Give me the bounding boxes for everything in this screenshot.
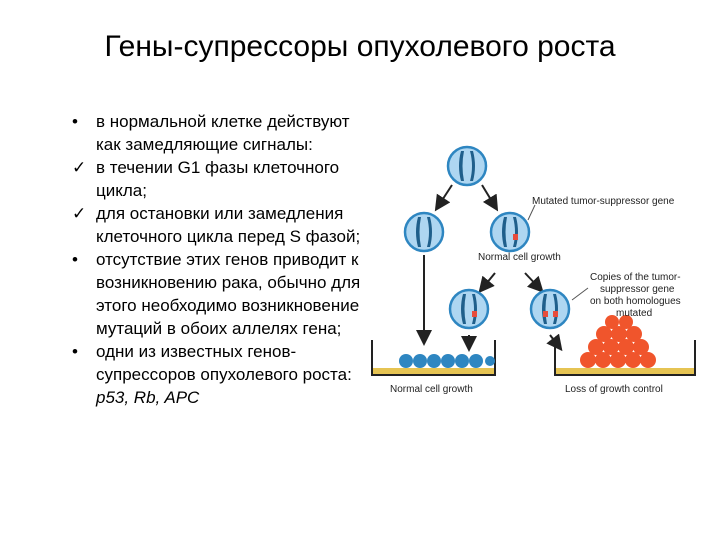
- label-copies-line4: mutated: [616, 308, 652, 319]
- bullet-item: ✓ в течении G1 фазы клеточного цикла;: [72, 156, 372, 202]
- bullet-text: в течении G1 фазы клеточного цикла;: [96, 158, 340, 200]
- checkmark-icon: ✓: [72, 158, 87, 177]
- tumor-suppressor-diagram: Mutated tumor-suppressor gene Normal cel…: [371, 145, 696, 395]
- pointer-line: [571, 287, 589, 301]
- pointer-line: [527, 204, 536, 221]
- bullet-item: • одни из известных генов-супрессоров оп…: [72, 340, 372, 409]
- dish-normal-growth: [371, 340, 496, 376]
- dish-loss-of-control: [554, 315, 696, 376]
- arrow: [478, 272, 496, 294]
- bullet-marker: •: [72, 112, 78, 131]
- label-normal-growth-mid: Normal cell growth: [478, 252, 561, 263]
- normal-cells: [399, 354, 495, 368]
- bullet-item: • отсутствие этих генов приводит к возни…: [72, 248, 372, 340]
- bullet-marker: •: [72, 342, 78, 361]
- bullet-item: ✓ для остановки или замедления клеточног…: [72, 202, 372, 248]
- page-title: Гены-супрессоры опухолевого роста: [104, 30, 616, 63]
- label-copies-line3: on both homologues: [590, 296, 681, 307]
- cell-left: [403, 211, 445, 253]
- label-copies-line2: suppressor gene: [600, 284, 675, 295]
- label-loss-of-control: Loss of growth control: [565, 384, 663, 395]
- cell-mutated-one: [489, 211, 531, 253]
- cell-top: [446, 145, 488, 187]
- bullet-text: одни из известных генов-супрессоров опух…: [96, 342, 352, 384]
- arrow: [481, 184, 499, 212]
- arrow: [524, 272, 544, 293]
- cell-mutated-two-right: [529, 288, 571, 330]
- gene-names: p53, Rb, APC: [96, 388, 200, 407]
- bullet-text: для остановки или замедления клеточного …: [96, 204, 361, 246]
- tumor-cells: [580, 315, 656, 368]
- bullet-list: • в нормальной клетке действуют как заме…: [72, 110, 372, 409]
- label-normal-growth-bottom: Normal cell growth: [390, 384, 473, 395]
- bullet-text: отсутствие этих генов приводит к возникн…: [96, 250, 361, 338]
- arrow: [434, 184, 453, 212]
- label-mutated-gene: Mutated tumor-suppressor gene: [532, 196, 675, 207]
- bullet-text: в нормальной клетке действуют как замедл…: [96, 112, 350, 154]
- bullet-item: • в нормальной клетке действуют как заме…: [72, 110, 372, 156]
- bullet-marker: •: [72, 250, 78, 269]
- checkmark-icon: ✓: [72, 204, 87, 223]
- label-copies-line1: Copies of the tumor-: [590, 272, 681, 283]
- cell-mutated-two-left: [448, 288, 490, 330]
